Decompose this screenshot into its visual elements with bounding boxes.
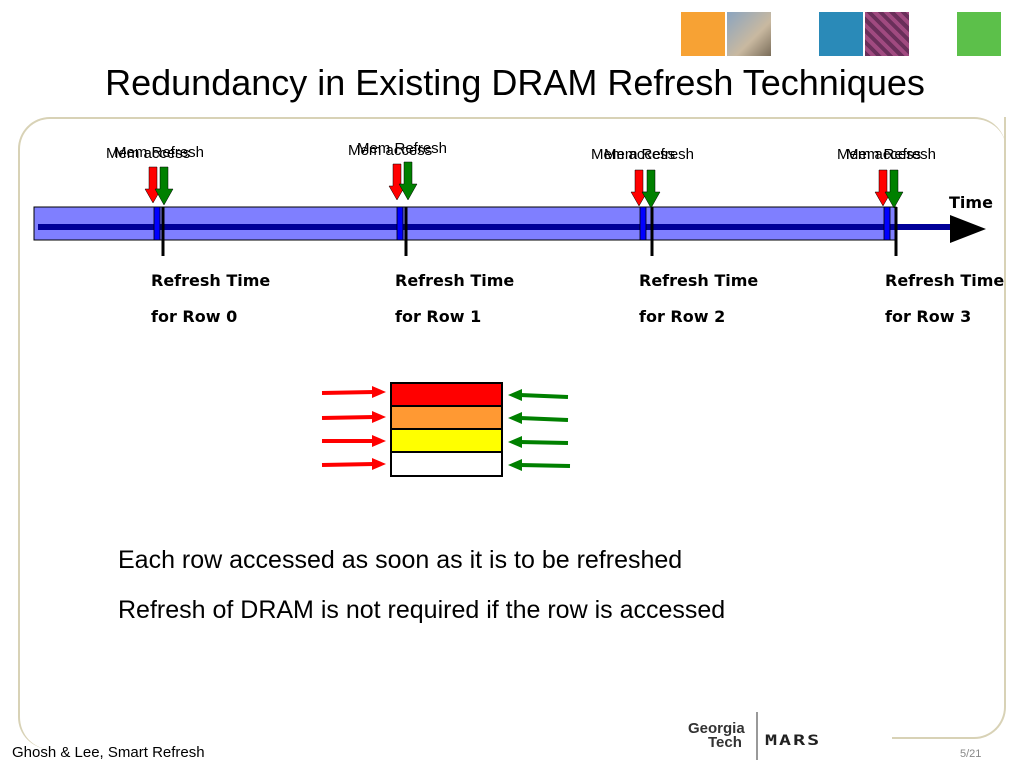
refresh-arrow-2 bbox=[641, 169, 661, 209]
timeline-diagram bbox=[33, 161, 986, 477]
timeline-bar bbox=[33, 206, 897, 241]
logo-divider bbox=[756, 712, 758, 760]
refresh-time-2-line1: Refresh Time bbox=[639, 271, 759, 290]
event-3-refresh-label: Mem Refresh bbox=[846, 146, 937, 163]
refresh-time-0-line1: Refresh Time bbox=[151, 271, 271, 290]
event-1-refresh-label: Mem Refresh bbox=[357, 140, 448, 157]
decor-square-blue bbox=[819, 12, 863, 56]
refresh-time-1-line2: for Row 1 bbox=[395, 307, 482, 326]
refresh-arrow-0 bbox=[154, 166, 174, 206]
row-1-block bbox=[390, 405, 503, 430]
access-arrow-1 bbox=[388, 163, 406, 201]
decor-photo-building bbox=[727, 12, 771, 56]
event-1-access-label: Mem access bbox=[348, 142, 433, 159]
bullet-1: Refresh of DRAM is not required if the r… bbox=[118, 596, 726, 624]
event-marker-0 bbox=[144, 166, 174, 256]
time-arrow-head bbox=[950, 215, 986, 243]
decor-square-green bbox=[957, 12, 1001, 56]
refresh-arrow-3 bbox=[884, 169, 904, 209]
content-frame bbox=[18, 117, 1006, 749]
logo-mars: MARS bbox=[765, 731, 822, 749]
event-marker-2 bbox=[630, 169, 661, 256]
row-refresh-arrows bbox=[508, 389, 571, 471]
page-number: 5/21 bbox=[960, 748, 982, 760]
event-0-access-label: Mem access bbox=[106, 145, 191, 162]
refresh-time-2-line2: for Row 2 bbox=[639, 307, 726, 326]
bullet-0: Each row accessed as soon as it is to be… bbox=[118, 546, 683, 574]
logo-georgia: Georgia bbox=[688, 720, 745, 737]
logo-area bbox=[640, 706, 892, 768]
event-0-refresh-label: Mem Refresh bbox=[114, 144, 205, 161]
row-0-block bbox=[390, 382, 503, 407]
access-arrow-2 bbox=[630, 169, 648, 207]
access-arrow-0 bbox=[144, 166, 162, 204]
decor-square-orange bbox=[681, 12, 725, 56]
refresh-time-3-line1: Refresh Time bbox=[885, 271, 1005, 290]
decor-photo-chip bbox=[865, 12, 909, 56]
event-marker-1 bbox=[388, 161, 418, 256]
event-2-access-label: Mem access bbox=[591, 146, 676, 163]
refresh-time-3-line2: for Row 3 bbox=[885, 307, 972, 326]
slide-title: Redundancy in Existing DRAM Refresh Tech… bbox=[105, 62, 925, 103]
refresh-time-1-line1: Refresh Time bbox=[395, 271, 515, 290]
access-arrow-3 bbox=[874, 169, 892, 207]
row-3-block bbox=[390, 451, 503, 477]
refresh-time-0-line2: for Row 0 bbox=[151, 307, 238, 326]
row-access-arrows bbox=[321, 386, 386, 470]
footer-text: Ghosh & Lee, Smart Refresh bbox=[12, 744, 205, 761]
event-3-access-label: Mem access bbox=[837, 146, 922, 163]
refresh-arrow-1 bbox=[398, 161, 418, 201]
logo-tech: Tech bbox=[708, 734, 742, 751]
axis-time-label: Time bbox=[949, 193, 993, 212]
event-2-refresh-label: Mem Refresh bbox=[604, 146, 695, 163]
row-2-block bbox=[390, 428, 503, 453]
event-marker-3 bbox=[874, 169, 904, 256]
